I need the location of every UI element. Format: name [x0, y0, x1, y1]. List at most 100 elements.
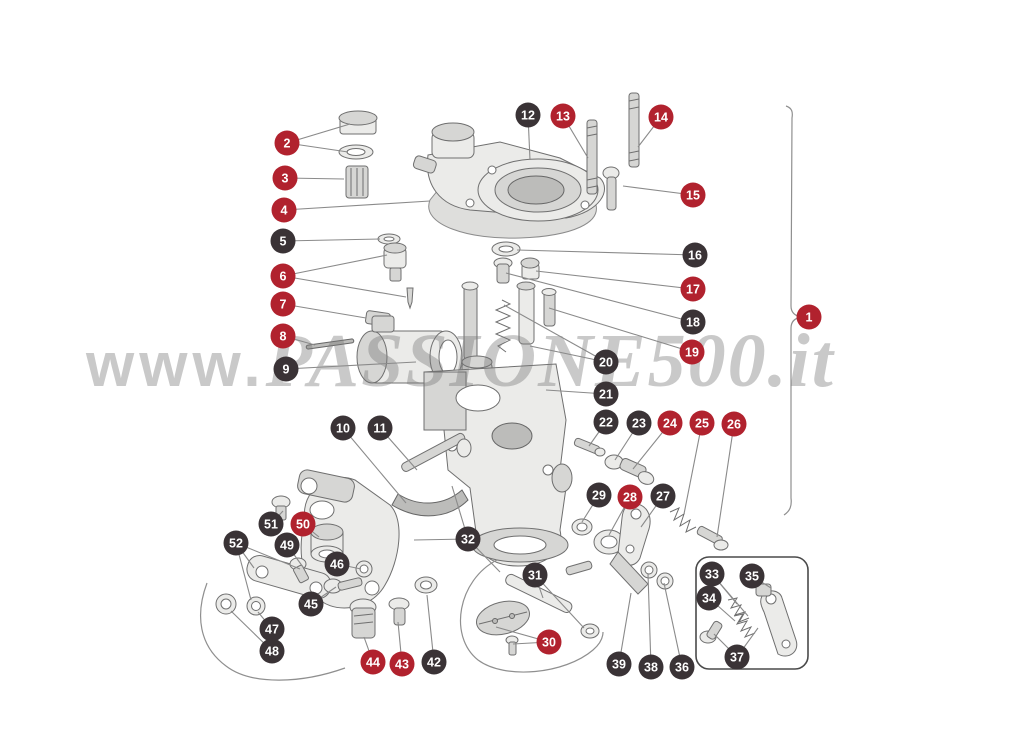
- svg-text:5: 5: [280, 235, 287, 249]
- callout-badge-15: 15: [680, 182, 706, 208]
- svg-text:7: 7: [280, 298, 287, 312]
- leader-line-20: [503, 304, 607, 363]
- svg-text:48: 48: [265, 645, 279, 659]
- svg-text:34: 34: [702, 592, 716, 606]
- leader-line-17: [535, 270, 694, 290]
- callout-badge-18: 18: [680, 309, 706, 335]
- stud-screw-parts: [586, 92, 640, 211]
- callout-badge-13: 13: [550, 103, 576, 129]
- svg-text:45: 45: [304, 598, 318, 612]
- callout-badge-8: 8: [270, 323, 296, 349]
- svg-text:27: 27: [656, 490, 670, 504]
- svg-text:19: 19: [685, 346, 699, 360]
- svg-text:16: 16: [688, 249, 702, 263]
- pump-cover-parts: [297, 432, 472, 609]
- leader-line-38: [647, 573, 652, 668]
- svg-text:52: 52: [229, 537, 243, 551]
- svg-text:8: 8: [280, 330, 287, 344]
- callout-badge-14: 14: [648, 104, 674, 130]
- callout-badge-11: 11: [367, 415, 393, 441]
- callout-badge-51: 51: [258, 511, 284, 537]
- bottom-valve-parts: [349, 576, 438, 639]
- leader-line-6: [282, 275, 407, 298]
- callout-badge-9: 9: [273, 356, 299, 382]
- callout-badge-42: 42: [421, 649, 447, 675]
- svg-text:13: 13: [556, 110, 570, 124]
- leader-line-19: [548, 307, 693, 353]
- leader-line-10: [342, 427, 407, 504]
- svg-text:6: 6: [280, 270, 287, 284]
- callout-badge-4: 4: [271, 197, 297, 223]
- callout-badge-44: 44: [360, 649, 386, 675]
- plate-fastener-parts: [215, 495, 373, 616]
- leader-line-7: [282, 303, 367, 319]
- top-cover-part: [412, 122, 605, 239]
- callout-badge-22: 22: [593, 409, 619, 435]
- filter-plug-parts: [338, 110, 378, 199]
- svg-text:12: 12: [521, 109, 535, 123]
- svg-text:15: 15: [686, 189, 700, 203]
- callout-badge-32: 32: [455, 526, 481, 552]
- callout-badge-25: 25: [689, 410, 715, 436]
- callout-badge-49: 49: [274, 532, 300, 558]
- callout-badge-34: 34: [696, 585, 722, 611]
- svg-text:49: 49: [280, 539, 294, 553]
- svg-text:50: 50: [296, 518, 310, 532]
- callout-badge-47: 47: [259, 616, 285, 642]
- svg-text:44: 44: [366, 656, 380, 670]
- callout-badge-27: 27: [650, 483, 676, 509]
- leader-line-9: [285, 361, 417, 370]
- callout-badge-26: 26: [721, 411, 747, 437]
- svg-text:32: 32: [461, 533, 475, 547]
- carburetor-body-part: [423, 363, 573, 567]
- svg-text:21: 21: [599, 388, 613, 402]
- svg-text:1: 1: [806, 311, 813, 325]
- throttle-parts: [476, 560, 600, 656]
- callout-badge-21: 21: [593, 381, 619, 407]
- leader-line-36: [663, 582, 683, 668]
- linkage-parts: [571, 437, 729, 595]
- callout-badge-50: 50: [290, 511, 316, 537]
- callout-badge-36: 36: [669, 654, 695, 680]
- svg-text:22: 22: [599, 416, 613, 430]
- svg-text:17: 17: [686, 283, 700, 297]
- svg-text:51: 51: [264, 518, 278, 532]
- callout-badge-16: 16: [682, 242, 708, 268]
- svg-text:29: 29: [592, 489, 606, 503]
- callout-badge-39: 39: [606, 651, 632, 677]
- svg-text:11: 11: [373, 422, 386, 436]
- leader-line-16: [516, 249, 696, 256]
- callout-badge-46: 46: [324, 551, 350, 577]
- svg-text:43: 43: [395, 658, 409, 672]
- svg-text:30: 30: [542, 636, 556, 650]
- svg-text:14: 14: [654, 111, 668, 125]
- callout-badge-10: 10: [330, 415, 356, 441]
- svg-text:42: 42: [427, 656, 441, 670]
- callout-badge-28: 28: [617, 484, 643, 510]
- callout-badge-48: 48: [259, 638, 285, 664]
- callout-badge-12: 12: [515, 102, 541, 128]
- svg-text:37: 37: [730, 651, 744, 665]
- callout-badge-3: 3: [272, 165, 298, 191]
- svg-text:10: 10: [336, 422, 350, 436]
- svg-text:23: 23: [632, 417, 646, 431]
- callout-badge-38: 38: [638, 654, 664, 680]
- callout-badge-24: 24: [657, 410, 683, 436]
- callout-badge-17: 17: [680, 276, 706, 302]
- swoosh-line-disc: [459, 559, 604, 673]
- callout-badge-31: 31: [522, 562, 548, 588]
- svg-text:26: 26: [727, 418, 741, 432]
- callout-badge-2: 2: [274, 130, 300, 156]
- callout-badge-23: 23: [626, 410, 652, 436]
- callout-badge-20: 20: [593, 349, 619, 375]
- svg-text:38: 38: [644, 661, 658, 675]
- svg-text:35: 35: [745, 570, 759, 584]
- callout-badge-52: 52: [223, 530, 249, 556]
- swoosh-line-left: [200, 582, 346, 681]
- leader-line-26: [716, 423, 735, 538]
- callout-badge-35: 35: [739, 563, 765, 589]
